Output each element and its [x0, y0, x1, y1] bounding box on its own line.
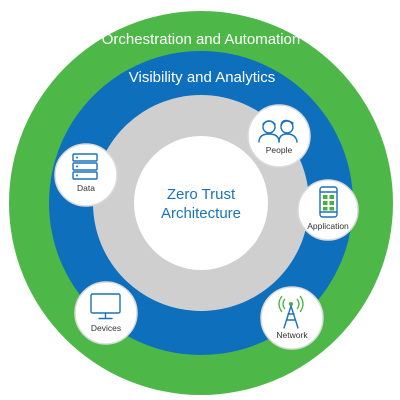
outer-ring-label: Orchestration and Automation	[102, 31, 300, 48]
node-people: People	[247, 104, 311, 168]
node-data: Data	[54, 143, 118, 207]
antenna-tower-icon	[278, 295, 304, 329]
node-application-label: Application	[307, 221, 349, 231]
server-icon	[72, 153, 98, 180]
node-devices-label: Devices	[91, 323, 121, 333]
node-devices: Devices	[74, 281, 138, 345]
node-network: Network	[260, 286, 324, 350]
mobile-app-icon	[319, 186, 338, 218]
monitor-icon	[90, 293, 121, 320]
center-title-line1: Zero Trust	[167, 186, 236, 203]
center-circle	[134, 136, 268, 270]
node-people-label: People	[266, 145, 293, 155]
node-network-label: Network	[276, 330, 308, 340]
people-icon	[258, 119, 298, 143]
node-application: Application	[297, 179, 359, 241]
node-data-label: Data	[77, 183, 95, 193]
center-title-line2: Architecture	[161, 205, 241, 222]
middle-ring-label: Visibility and Analytics	[129, 69, 275, 86]
